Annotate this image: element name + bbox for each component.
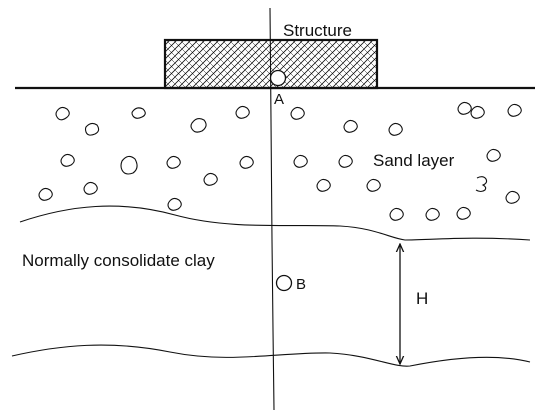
pebble — [388, 122, 403, 136]
pebble — [60, 153, 75, 167]
pebble — [457, 101, 472, 115]
pebble — [239, 155, 254, 169]
pebble — [83, 181, 98, 195]
pebble — [475, 176, 488, 193]
pebble — [338, 154, 353, 168]
point-a-label: A — [274, 91, 284, 108]
pebble — [389, 207, 404, 221]
pebble — [55, 106, 70, 121]
pebble — [167, 197, 182, 211]
pebble — [84, 122, 100, 136]
pebble — [316, 178, 331, 192]
pebble — [293, 154, 308, 168]
pebble — [343, 119, 358, 133]
pebble — [290, 106, 305, 120]
pebble — [456, 206, 471, 220]
vertical-centerline — [269, 7, 275, 411]
sand-pebbles — [38, 101, 522, 221]
point-b-marker — [275, 274, 293, 292]
pebble — [131, 107, 146, 119]
point-b-label: B — [296, 276, 306, 293]
sand-layer-label: Sand layer — [373, 151, 455, 170]
pebble — [166, 155, 181, 169]
pebble — [203, 172, 218, 186]
pebble — [366, 178, 381, 192]
pebble — [470, 105, 485, 119]
pebble — [190, 117, 207, 133]
point-a-marker — [269, 69, 287, 87]
pebble — [235, 105, 250, 119]
pebble — [507, 103, 522, 117]
structure-label: Structure — [283, 21, 352, 40]
pebble — [486, 148, 501, 162]
clay-bottom-boundary — [11, 344, 531, 367]
pebble — [425, 207, 440, 221]
pebble — [120, 155, 138, 175]
pebble — [38, 187, 53, 201]
clay-layer-label: Normally consolidate clay — [22, 251, 215, 270]
sand-clay-boundary — [19, 205, 531, 241]
pebble — [505, 190, 520, 204]
thickness-label: H — [416, 289, 428, 308]
